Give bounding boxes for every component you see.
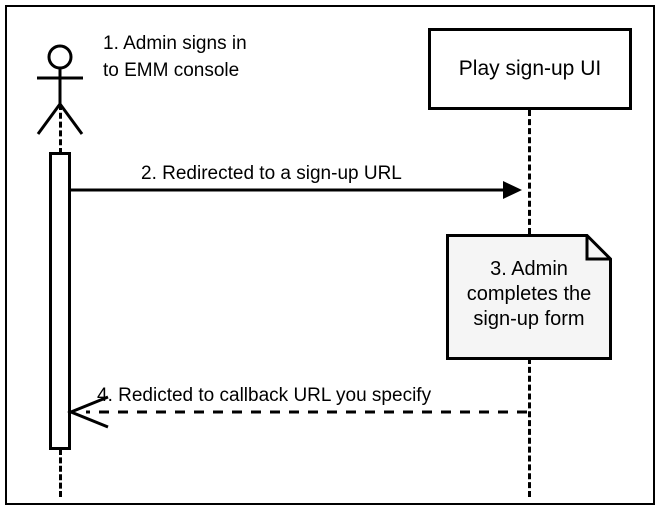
lifeline-admin-lower [59,449,62,497]
participant-label-play-signup-ui: Play sign-up UI [458,57,602,80]
message-label-step-2: 2. Redirected to a sign-up URL [141,163,402,184]
lifeline-play-lower [528,358,531,497]
activation-bar-admin [49,152,71,450]
note-step-3-text: 3. Admin completes the sign-up form [446,257,612,332]
note-line-2: completes the [466,283,592,305]
stick-figure-actor-icon [36,44,84,135]
diagram-border [5,5,655,505]
actor-admin[interactable] [33,44,89,136]
message-label-step-4: 4. Redicted to callback URL you specify [97,385,432,406]
lifeline-admin-upper [59,104,62,154]
note-step-3[interactable]: 3. Admin completes the sign-up form [446,234,612,360]
participant-box-play-signup-ui[interactable]: Play sign-up UI [428,28,632,110]
caption-step-1-line-2: to EMM console [103,60,240,81]
note-line-3: sign-up form [473,308,585,330]
caption-step-1-line-1: 1. Admin signs in [103,33,247,54]
note-line-1: 3. Admin [490,258,568,280]
lifeline-play-upper [528,110,531,234]
caption-step-1: 1. Admin signs in to EMM console [103,30,247,84]
